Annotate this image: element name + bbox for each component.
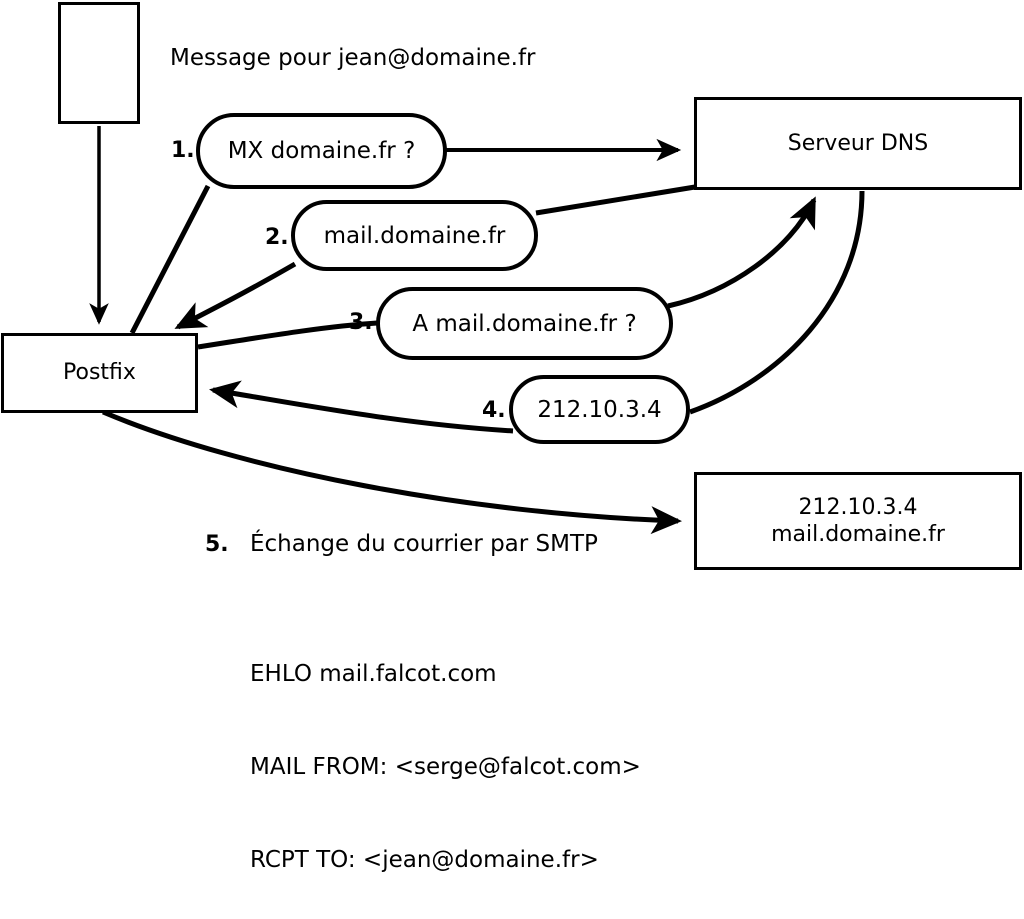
smtp-line: MAIL FROM: <serge@falcot.com> [250,754,641,780]
step-number-1: 1. [171,138,195,163]
line-dns-to-step2 [535,184,696,216]
node-mail-server-host: mail.domaine.fr [771,522,945,547]
node-mail-server[interactable]: 212.10.3.4 mail.domaine.fr [694,472,1022,570]
arrow-step3-to-dns [667,196,817,309]
arrow-step4-to-postfix [209,380,514,434]
bubble-step-3[interactable]: A mail.domaine.fr ? [376,287,673,360]
bubble-step-4-label: 212.10.3.4 [537,396,662,423]
node-postfix[interactable]: Postfix [1,333,198,413]
arrow-step2-to-postfix [174,261,297,330]
caption-message-pour: Message pour jean@domaine.fr [170,45,536,71]
arrow-step1-tail [129,184,211,335]
step-number-4: 4. [482,398,506,423]
node-dns-server[interactable]: Serveur DNS [694,97,1022,190]
node-source-box[interactable] [58,2,140,124]
bubble-step-1[interactable]: MX domaine.fr ? [196,113,447,189]
bubble-step-2[interactable]: mail.domaine.fr [291,200,538,271]
smtp-line: RCPT TO: <jean@domaine.fr> [250,847,599,873]
bubble-step-2-label: mail.domaine.fr [323,222,506,249]
step-number-5: 5. [205,532,229,557]
line-postfix-to-step3 [197,320,378,350]
node-dns-server-label: Serveur DNS [787,130,929,156]
bubble-step-3-label: A mail.domaine.fr ? [412,310,637,337]
step-5-label: Échange du courrier par SMTP [250,531,598,557]
line-dns-to-step4 [689,190,865,415]
smtp-line: EHLO mail.falcot.com [250,661,497,687]
bubble-step-1-label: MX domaine.fr ? [227,138,416,164]
step-number-2: 2. [265,225,289,250]
bubble-step-4[interactable]: 212.10.3.4 [509,375,690,444]
smtp-transcript: EHLO mail.falcot.com MAIL FROM: <serge@f… [250,597,641,919]
arrow-step5-to-mailserver [102,409,682,535]
step-number-3: 3. [349,310,373,335]
node-mail-server-ip: 212.10.3.4 [798,494,918,520]
node-postfix-label: Postfix [63,360,136,386]
